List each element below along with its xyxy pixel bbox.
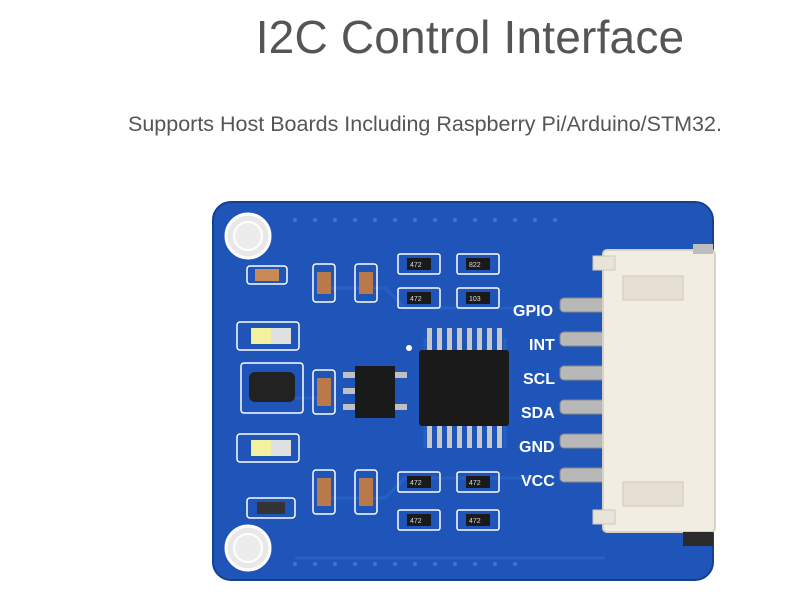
connector-icon xyxy=(592,244,716,546)
pin-label-gpio: GPIO xyxy=(513,303,553,320)
resistor-label: 472 xyxy=(469,480,481,487)
page-subtitle: Supports Host Boards Including Raspberry… xyxy=(128,112,722,136)
resistor-label: 472 xyxy=(410,296,422,303)
resistor-label: 103 xyxy=(469,296,481,303)
pin-label-vcc: VCC xyxy=(521,473,555,490)
resistor-label: 472 xyxy=(410,480,422,487)
mounting-hole-icon xyxy=(224,524,272,572)
resistor-label: 822 xyxy=(469,262,481,269)
resistor-label: 472 xyxy=(410,262,422,269)
pin-label-gnd: GND xyxy=(519,439,555,456)
pin-label-sda: SDA xyxy=(521,405,555,422)
ic-chip-icon xyxy=(406,328,509,448)
led-icon xyxy=(236,321,300,351)
led-icon xyxy=(236,433,300,463)
resistor-label: 472 xyxy=(469,518,481,525)
page-title: I2C Control Interface xyxy=(255,11,685,63)
pin-label-int: INT xyxy=(529,337,555,354)
pin-label-scl: SCL xyxy=(523,371,555,388)
resistor-label: 472 xyxy=(410,518,422,525)
sensor-board-image: 472 822 472 103 472 472 472 472 xyxy=(205,198,725,586)
mounting-hole-icon xyxy=(224,212,272,260)
